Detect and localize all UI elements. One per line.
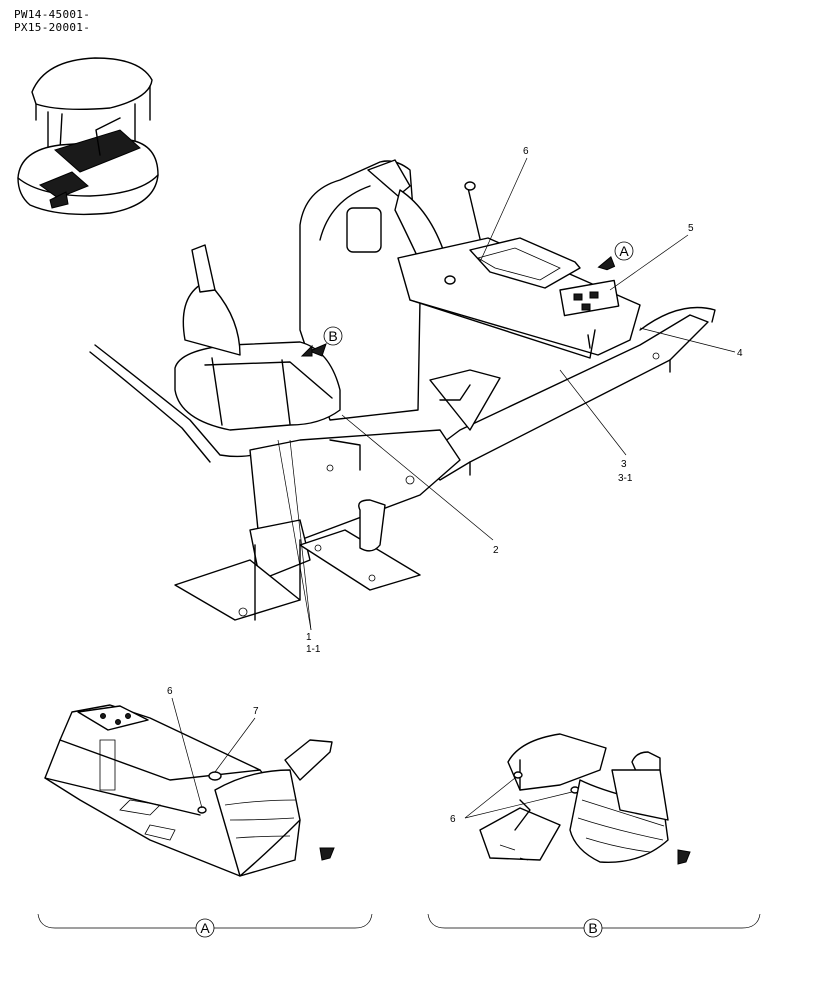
- callout-4: 4: [737, 348, 743, 359]
- section-a-circle: [195, 918, 215, 938]
- view-a-label: A: [619, 243, 629, 259]
- callout-7: 7: [253, 706, 259, 717]
- callout-5: 5: [688, 223, 694, 234]
- section-a-label: A: [200, 920, 210, 936]
- view-a-circle: [614, 241, 634, 261]
- callout-3-1: 3-1: [618, 473, 633, 484]
- view-arrow-icon: [300, 256, 616, 357]
- section-bracket-a: [37, 913, 373, 929]
- serial-range-1: PW14-45001-: [14, 8, 91, 21]
- callout-1: 1: [306, 632, 312, 643]
- view-b-circle: [323, 326, 343, 346]
- section-b-circle: [583, 918, 603, 938]
- view-b-label: B: [328, 328, 337, 344]
- callout-6-detail-a: 6: [167, 686, 173, 697]
- detail-b-drawing: [479, 733, 691, 865]
- serial-range-2: PX15-20001-: [14, 21, 91, 34]
- callout-6-detail-b: 6: [450, 814, 456, 825]
- section-b-label: B: [588, 920, 597, 936]
- main-assembly: [89, 159, 716, 621]
- machine-overview-icon: [17, 57, 159, 216]
- detail-a-drawing: [44, 704, 335, 877]
- callout-1-1: 1-1: [306, 644, 321, 655]
- callout-2: 2: [493, 545, 499, 556]
- callout-6-main: 6: [523, 146, 529, 157]
- section-bracket-b: [427, 913, 761, 929]
- callout-3: 3: [621, 459, 627, 470]
